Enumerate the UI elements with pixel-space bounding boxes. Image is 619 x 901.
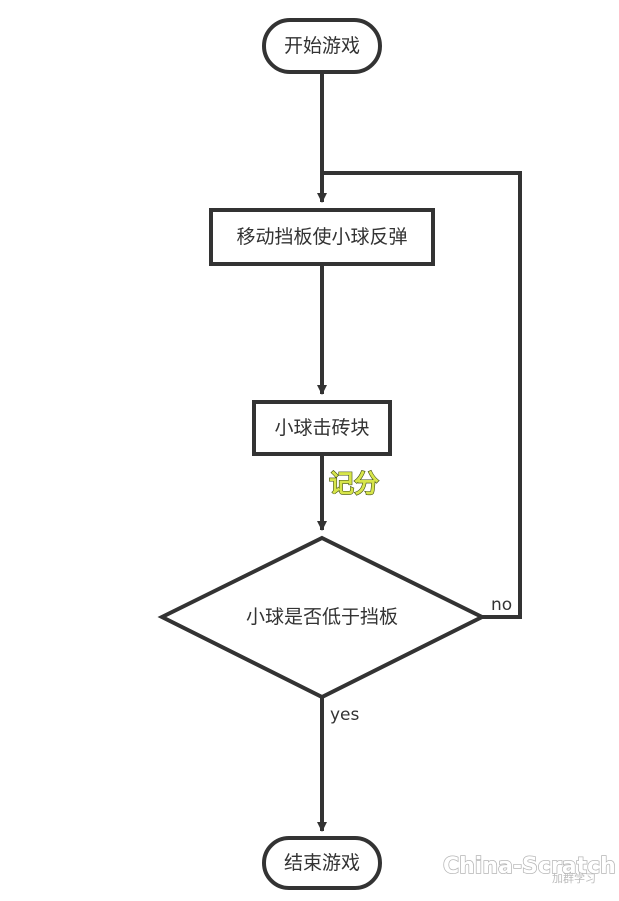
edge-no-loop <box>322 171 522 619</box>
move-paddle-node-shape <box>209 208 435 266</box>
end-node-label: 结束游戏 <box>284 852 360 874</box>
decision-node-shape <box>157 535 487 700</box>
end-node-shape <box>262 836 382 890</box>
hit-brick-node: 小球击砖块 <box>252 400 392 456</box>
start-node: 开始游戏 <box>262 18 382 74</box>
watermark-brand: China-Scratch <box>443 854 616 879</box>
watermark: China-Scratch 加群学习 <box>442 853 616 885</box>
score-annotation: 记分 <box>329 469 379 498</box>
edges <box>317 72 522 832</box>
move-paddle-node-label: 移动挡板使小球反弹 <box>236 226 407 248</box>
hit-brick-node-shape <box>252 400 392 456</box>
start-node-shape <box>262 18 382 74</box>
decision-node: 小球是否低于挡板 <box>157 535 487 700</box>
watermark-sub: 加群学习 <box>552 871 596 885</box>
end-node: 结束游戏 <box>262 836 382 890</box>
edge-label-no: no <box>491 595 512 615</box>
edge-label-yes: yes <box>330 705 360 725</box>
decision-node-label: 小球是否低于挡板 <box>246 606 398 628</box>
hit-brick-node-label: 小球击砖块 <box>274 417 369 439</box>
start-node-label: 开始游戏 <box>284 35 360 57</box>
move-paddle-node: 移动挡板使小球反弹 <box>209 208 435 266</box>
